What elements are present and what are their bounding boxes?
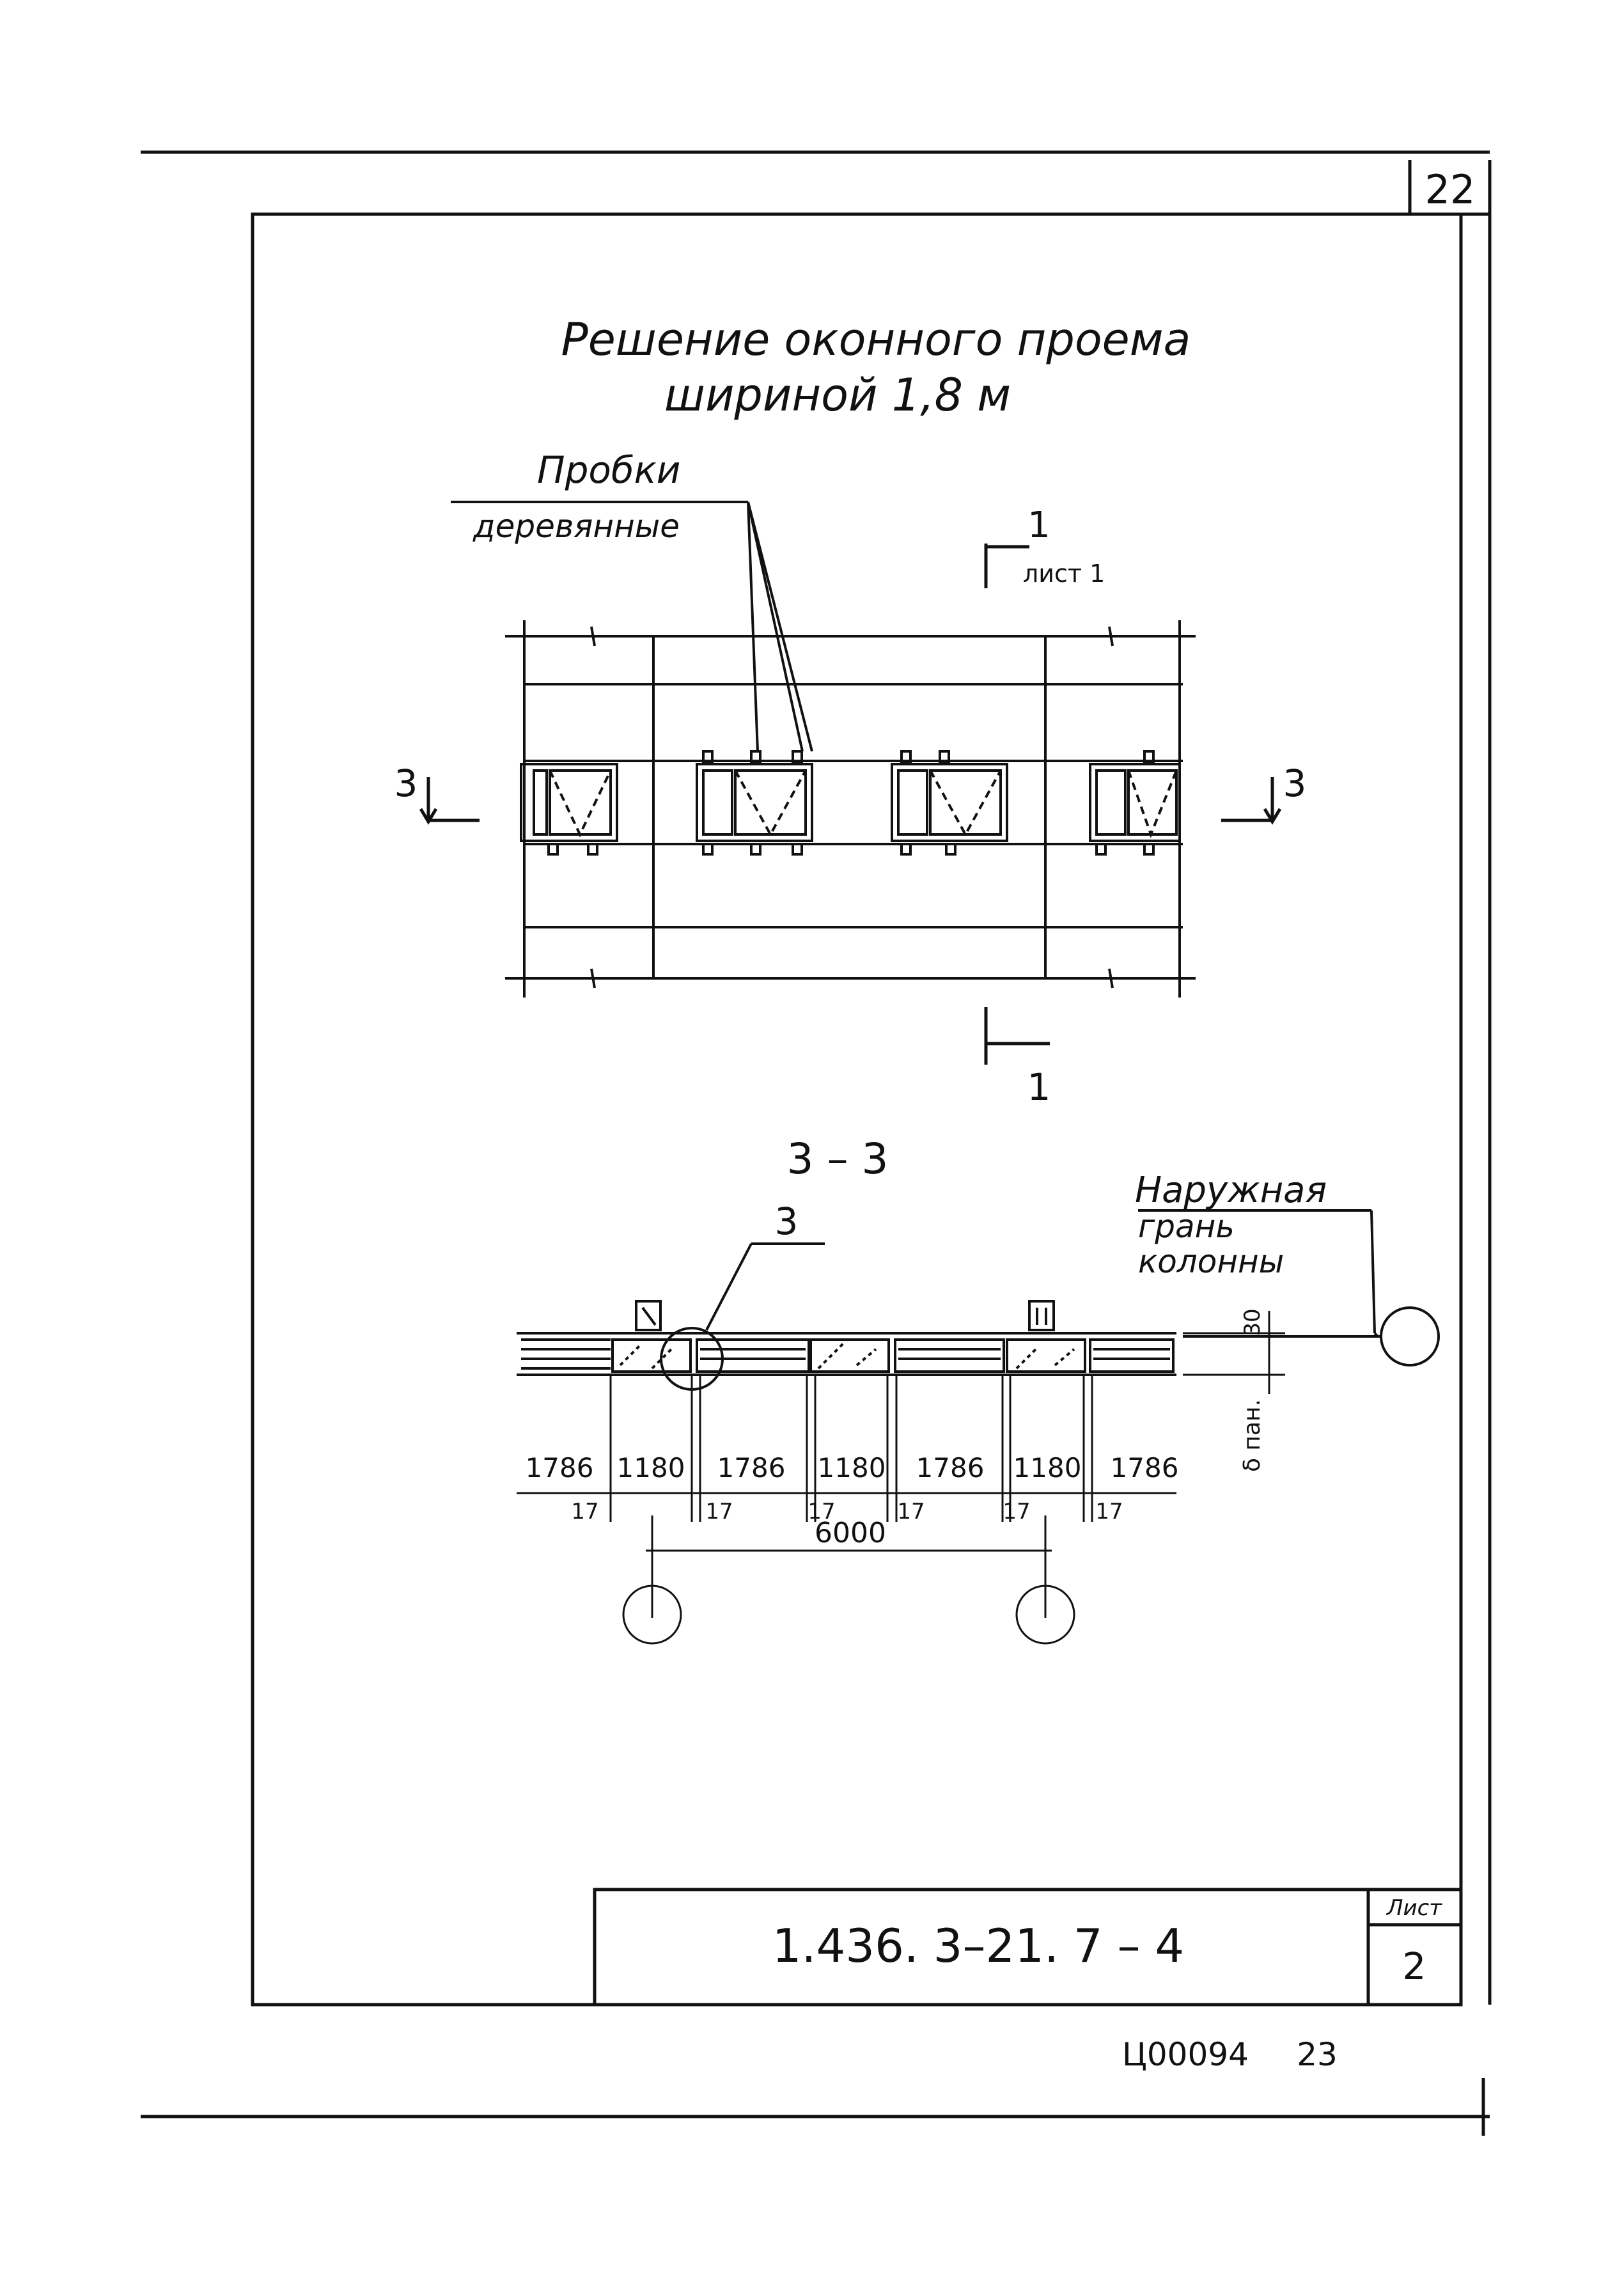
cut-bottom-number: 1 — [1027, 1065, 1051, 1109]
facade-leader — [1138, 1209, 1440, 1366]
dim-17-1: 17 — [571, 1499, 598, 1524]
dim-17-4: 17 — [897, 1499, 925, 1524]
section-title: 3 – 3 — [787, 1134, 889, 1184]
drawing-title-line-2: шириной 1,8 м — [664, 369, 1011, 421]
section-mark-3-right — [1221, 777, 1282, 825]
facade-label-line-2: грань — [1138, 1208, 1235, 1245]
dim-panel-label: δ пан. — [1239, 1399, 1265, 1472]
dim-1180-2: 1180 — [818, 1452, 886, 1483]
drawing-title-line-1: Решение оконного проема — [561, 313, 1191, 366]
dim-17-2: 17 — [705, 1499, 733, 1524]
plan-view: Пробки деревянные 1 лист 1 1 — [394, 448, 1307, 1109]
dim-30-label: 30 — [1240, 1308, 1265, 1336]
plugs-label-line-1: Пробки — [537, 448, 680, 492]
dim-1786-1: 1786 — [526, 1452, 594, 1483]
cut-top-sheet-ref: лист 1 — [1023, 560, 1105, 588]
cut-mark-1-bottom — [984, 1007, 1050, 1065]
facade-label-line-1: Наружная — [1135, 1170, 1327, 1211]
section-mark-left-label: 3 — [394, 762, 418, 805]
dim-1180-1: 1180 — [617, 1452, 685, 1483]
title-block-sheet-number: 2 — [1403, 1945, 1426, 1988]
section-3-3: 3 – 3 3 Наружная грань колонны — [517, 1134, 1440, 1645]
plugs-leader — [451, 501, 813, 752]
dim-17-6: 17 — [1095, 1499, 1123, 1524]
section-mark-right-label: 3 — [1283, 762, 1307, 805]
corner-sheet-number: 22 — [1425, 166, 1476, 213]
dim-1786-2: 1786 — [717, 1452, 786, 1483]
cut-mark-1-top — [984, 544, 1029, 588]
dim-6000: 6000 — [815, 1517, 886, 1549]
section-mark-3-left — [419, 777, 480, 825]
plugs-label-line-2: деревянные — [472, 508, 680, 545]
detail-callout — [660, 1242, 825, 1391]
bottom-archive-code: Ц00094 — [1122, 2036, 1249, 2073]
plan-grid — [505, 620, 1196, 998]
dim-17-5: 17 — [1003, 1499, 1030, 1524]
title-block-code: 1.436. 3–21. 7 – 4 — [772, 1919, 1184, 1973]
title-block-sheet-label: Лист — [1386, 1895, 1442, 1921]
dim-1786-4: 1786 — [1111, 1452, 1179, 1483]
wall-section-strip — [517, 1300, 1176, 1376]
window-unit-4 — [1089, 750, 1181, 856]
dim-1786-3: 1786 — [916, 1452, 985, 1483]
vertical-dim-lines — [1183, 1311, 1285, 1394]
dimension-extension-lines — [517, 1375, 1176, 1645]
dim-17-3: 17 — [808, 1499, 835, 1524]
bottom-page-number: 23 — [1297, 2036, 1338, 2073]
window-unit-1 — [520, 763, 618, 856]
dim-1180-3: 1180 — [1013, 1452, 1082, 1483]
facade-label-line-3: колонны — [1138, 1243, 1284, 1280]
cut-top-number: 1 — [1027, 505, 1050, 546]
detail-ref-number: 3 — [775, 1200, 799, 1243]
window-unit-3 — [891, 750, 1008, 856]
window-unit-2 — [696, 750, 813, 856]
title-block — [593, 1888, 1463, 2007]
